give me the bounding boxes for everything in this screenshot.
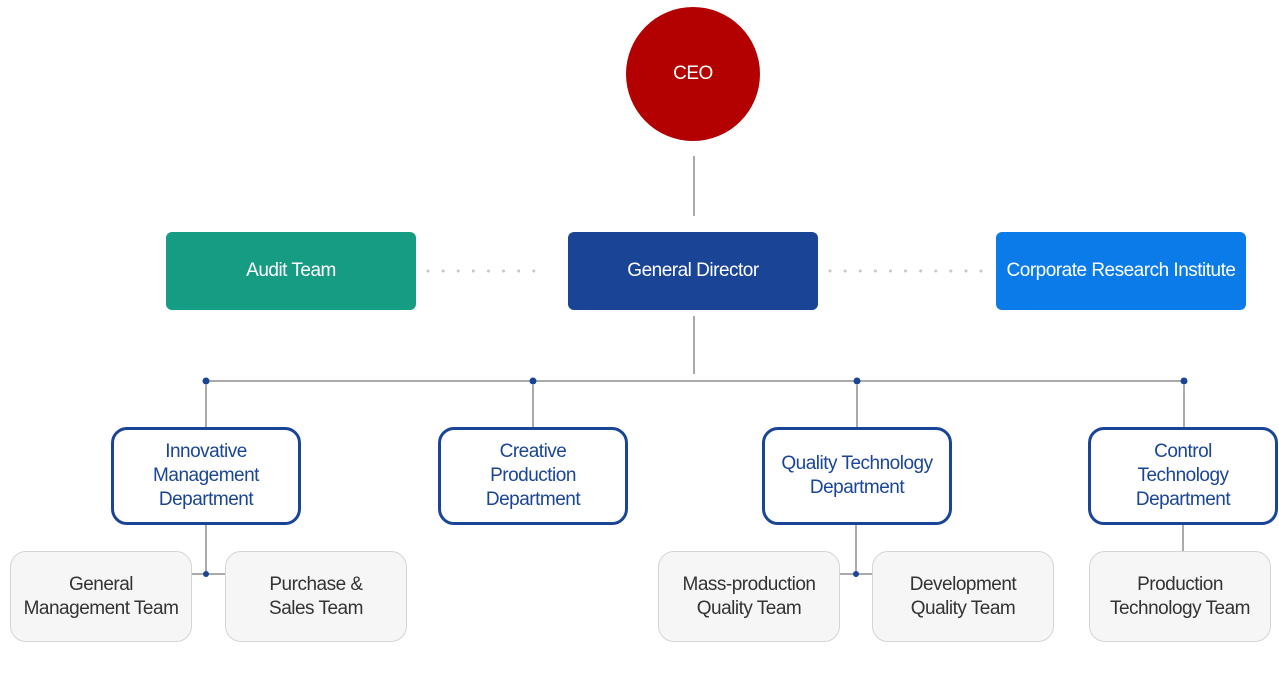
audit-team-label: Audit Team: [246, 260, 336, 281]
bus-dot: [202, 377, 210, 385]
bus-dot: [1180, 377, 1188, 385]
department-quality-technology: Quality Technology Department: [762, 427, 952, 525]
research-institute-label: Corporate Research Institute: [1006, 260, 1236, 281]
team-label: Mass-production Quality Team: [682, 573, 816, 619]
bus-dot: [529, 377, 537, 385]
team-development-quality: Development Quality Team: [872, 551, 1054, 642]
department-label: Control Technology Department: [1135, 441, 1231, 510]
department-creative-production: Creative Production Department: [438, 427, 628, 525]
team-label: Development Quality Team: [909, 573, 1017, 619]
bus-dot: [853, 377, 861, 385]
team-mass-production-quality: Mass-production Quality Team: [658, 551, 840, 642]
audit-team-node: Audit Team: [166, 232, 416, 310]
team-general-management: General Management Team: [10, 551, 192, 642]
team-label: Purchase & Sales Team: [269, 573, 363, 619]
general-director-node: General Director: [568, 232, 818, 310]
team-label: Production Technology Team: [1109, 573, 1251, 619]
team-production-technology: Production Technology Team: [1089, 551, 1271, 642]
team-dot: [203, 571, 209, 577]
ceo-node: CEO: [626, 7, 760, 141]
department-innovative-management: Innovative Management Department: [111, 427, 301, 525]
team-purchase-sales: Purchase & Sales Team: [225, 551, 407, 642]
team-dot: [853, 571, 859, 577]
team-label: General Management Team: [23, 573, 179, 619]
department-label: Quality Technology Department: [781, 453, 933, 498]
department-control-technology: Control Technology Department: [1088, 427, 1278, 525]
general-director-label: General Director: [627, 260, 759, 281]
ceo-label: CEO: [673, 63, 713, 84]
research-institute-node: Corporate Research Institute: [996, 232, 1246, 310]
department-label: Creative Production Department: [485, 441, 581, 510]
department-label: Innovative Management Department: [153, 441, 259, 510]
